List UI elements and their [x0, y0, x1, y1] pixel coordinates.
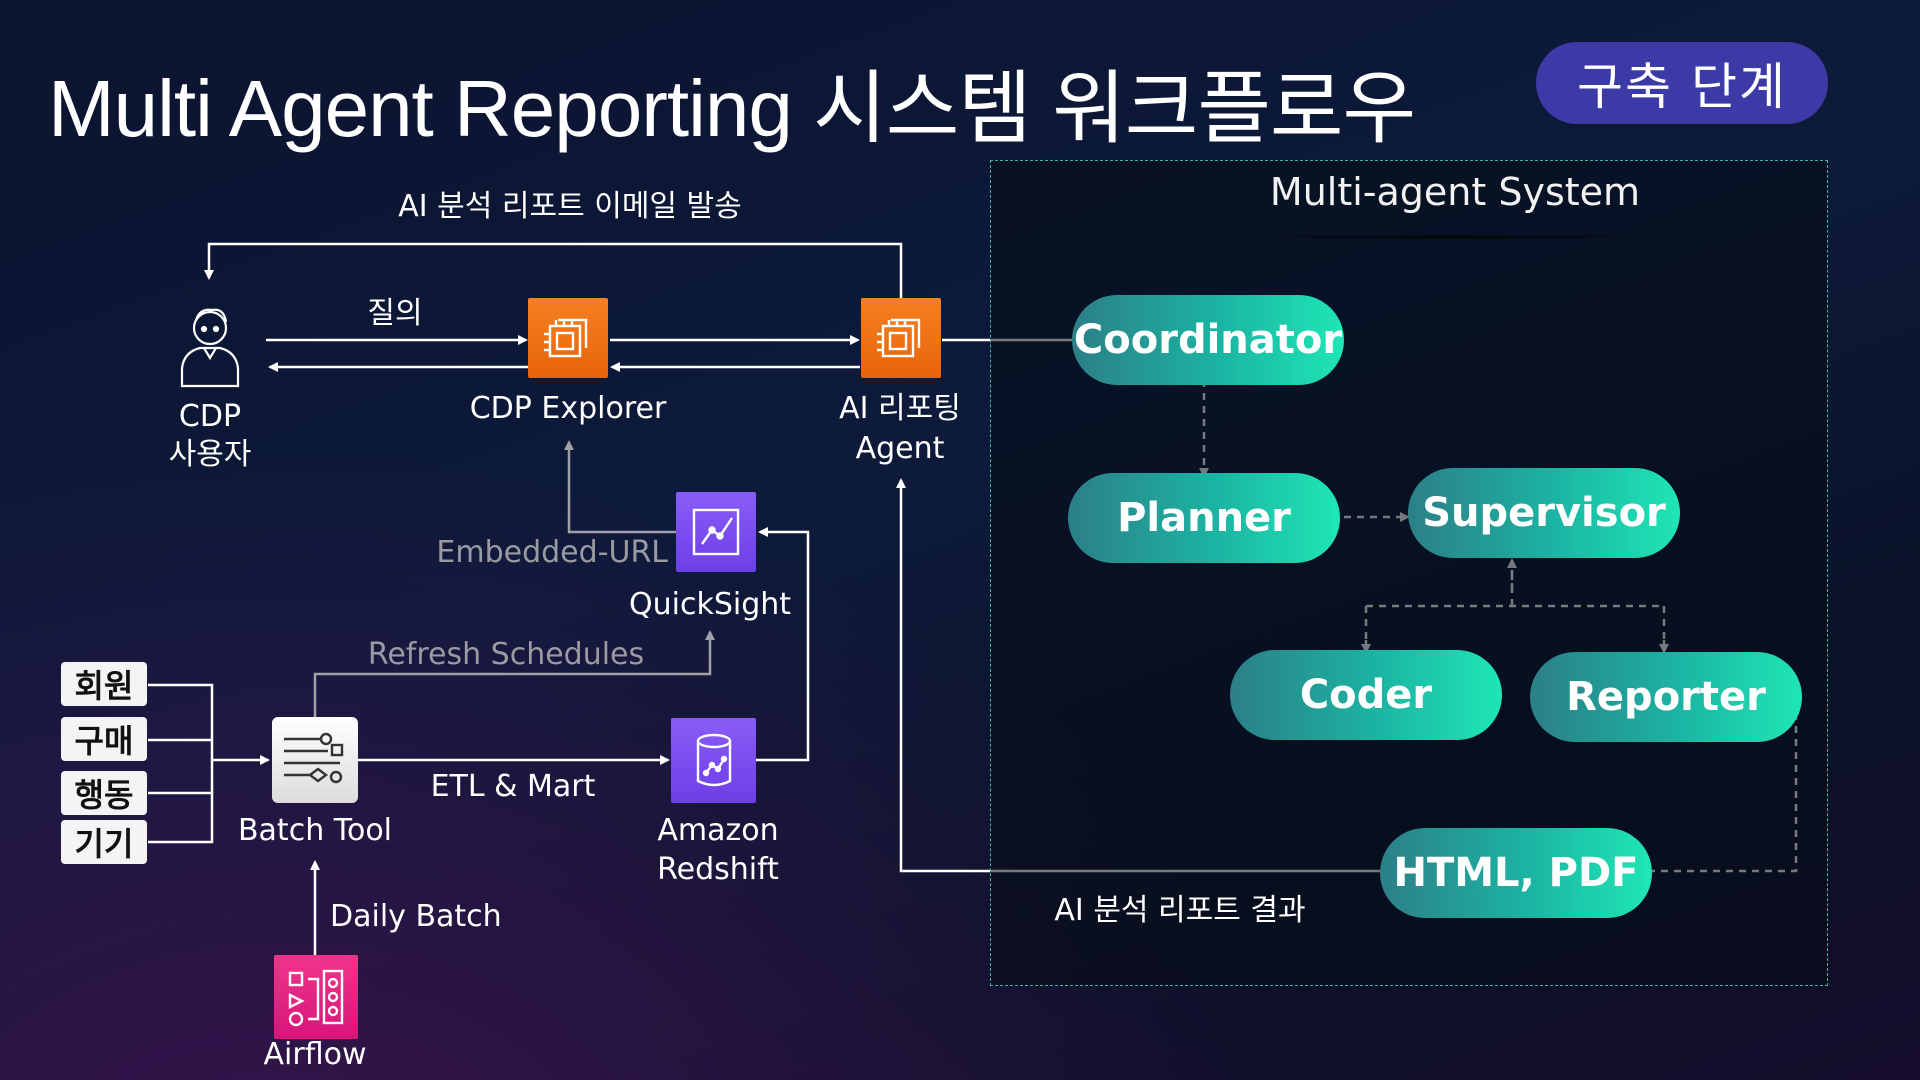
edge-embedded-url — [564, 440, 676, 534]
cdp-explorer-label: CDP Explorer — [469, 391, 667, 426]
quicksight-label: QuickSight — [628, 587, 792, 622]
edge-label-embedded-url: Embedded-URL — [436, 535, 668, 570]
reporter-node[interactable]: Reporter — [1530, 652, 1802, 742]
supervisor-node[interactable]: Supervisor — [1408, 468, 1680, 558]
batch-tool-icon[interactable] — [272, 717, 358, 803]
edge-label-email: AI 분석 리포트 이메일 발송 — [398, 189, 742, 224]
ai-agent-label-1: AI 리포팅 — [839, 391, 961, 426]
redshift-label-2: Redshift — [657, 852, 779, 887]
edge-label-report-result: AI 분석 리포트 결과 — [1054, 893, 1306, 928]
page-title: Multi Agent Reporting 시스템 워크플로우 — [48, 64, 1416, 153]
source-tag-devices[interactable]: 기기 — [61, 820, 147, 864]
airflow-label: Airflow — [263, 1037, 367, 1072]
title-shadow — [1230, 234, 1670, 240]
stage-badge: 구축 단계 — [1536, 42, 1828, 124]
user-label-1: CDP — [178, 399, 242, 434]
batch-tool-label: Batch Tool — [237, 813, 393, 848]
cdp-explorer-chip-icon[interactable] — [528, 298, 608, 378]
multi-agent-system-title: Multi-agent System — [1269, 170, 1641, 214]
edge-label-etl: ETL & Mart — [430, 769, 596, 804]
user-label-2: 사용자 — [168, 437, 252, 472]
edge-label-daily-batch: Daily Batch — [330, 899, 502, 934]
edge-label-query: 질의 — [367, 296, 423, 331]
source-tag-purchases[interactable]: 구매 — [61, 717, 147, 761]
airflow-workflow-icon[interactable] — [274, 955, 358, 1039]
quicksight-chart-icon[interactable] — [676, 492, 756, 572]
redshift-label-1: Amazon — [657, 813, 779, 848]
source-tag-behavior[interactable]: 행동 — [61, 771, 147, 815]
edge-label-refresh: Refresh Schedules — [367, 637, 645, 672]
source-tag-members[interactable]: 회원 — [61, 662, 147, 706]
ai-agent-chip-icon[interactable] — [861, 298, 941, 378]
coder-node[interactable]: Coder — [1230, 650, 1502, 740]
user-icon — [170, 302, 250, 388]
edge-email — [204, 242, 903, 300]
edge-redshift-quicksight — [756, 527, 810, 762]
coordinator-node[interactable]: Coordinator — [1072, 295, 1344, 385]
planner-node[interactable]: Planner — [1068, 473, 1340, 563]
redshift-database-icon[interactable] — [671, 718, 756, 803]
ai-agent-label-2: Agent — [855, 431, 945, 466]
output-node[interactable]: HTML, PDF — [1380, 828, 1652, 918]
